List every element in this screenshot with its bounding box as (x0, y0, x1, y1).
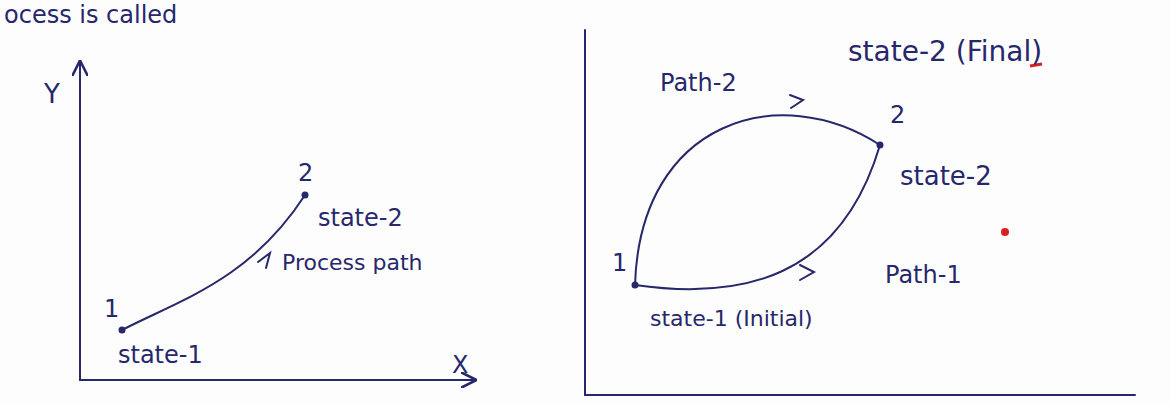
state-point (302, 192, 309, 199)
path-label: Path-2 (660, 70, 737, 98)
direction-arrow (800, 265, 814, 280)
path-1-curve (635, 145, 880, 289)
path-label: Path-1 (885, 262, 962, 290)
state-label: state-1 (Initial) (650, 306, 813, 331)
point-number: 1 (612, 250, 627, 278)
state-label: state-2 (Final) (848, 36, 1042, 68)
state-label: state-2 (900, 162, 992, 192)
y-axis (79, 62, 81, 380)
point-number: 2 (890, 102, 905, 130)
state-point (119, 327, 126, 334)
point-number: 1 (104, 296, 119, 324)
cut-off-note: ocess is called (4, 2, 177, 30)
path-2-curve (635, 115, 880, 285)
axis-label: Y (44, 80, 60, 110)
y-axis (584, 30, 586, 395)
state-point (632, 282, 639, 289)
state-label: state-1 (118, 342, 203, 370)
state-label: state-2 (318, 205, 403, 233)
state-point (877, 142, 884, 149)
x-axis (80, 379, 475, 381)
red-mark (1001, 228, 1009, 236)
direction-arrow (258, 253, 270, 268)
axis-label: X (452, 352, 468, 380)
process-curve (122, 195, 305, 330)
x-axis (585, 394, 1135, 396)
direction-arrow (790, 95, 803, 108)
path-label: Process path (282, 250, 422, 275)
point-number: 2 (298, 160, 313, 188)
